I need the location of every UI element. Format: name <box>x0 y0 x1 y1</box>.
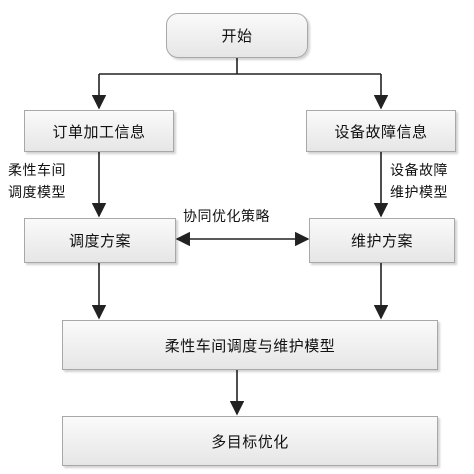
maintenance-model-label: 设备故障 维护模型 <box>390 160 448 204</box>
schedule-plan-label: 调度方案 <box>68 232 131 250</box>
maintenance-plan-node: 维护方案 <box>309 218 455 263</box>
scheduling-model-label-line1: 柔性车间 <box>8 163 66 179</box>
scheduling-model-label-line2: 调度模型 <box>8 185 66 201</box>
integrated-model-node: 柔性车间调度与维护模型 <box>62 320 438 370</box>
collaborative-strategy-label: 协同优化策略 <box>183 209 270 225</box>
start-node: 开始 <box>166 13 308 58</box>
order-info-label: 订单加工信息 <box>52 122 146 141</box>
equipment-fault-label: 设备故障信息 <box>334 122 428 141</box>
integrated-model-label: 柔性车间调度与维护模型 <box>164 336 336 355</box>
maintenance-model-label-line2: 维护模型 <box>390 185 448 201</box>
scheduling-model-label: 柔性车间 调度模型 <box>8 160 66 204</box>
multi-objective-label: 多目标优化 <box>211 432 289 451</box>
schedule-plan-node: 调度方案 <box>24 218 176 263</box>
maintenance-model-label-line1: 设备故障 <box>390 163 448 179</box>
maintenance-plan-label: 维护方案 <box>350 232 413 250</box>
start-node-label: 开始 <box>221 27 253 45</box>
multi-objective-node: 多目标优化 <box>62 416 438 466</box>
equipment-fault-node: 设备故障信息 <box>306 110 456 152</box>
order-info-node: 订单加工信息 <box>24 110 174 152</box>
